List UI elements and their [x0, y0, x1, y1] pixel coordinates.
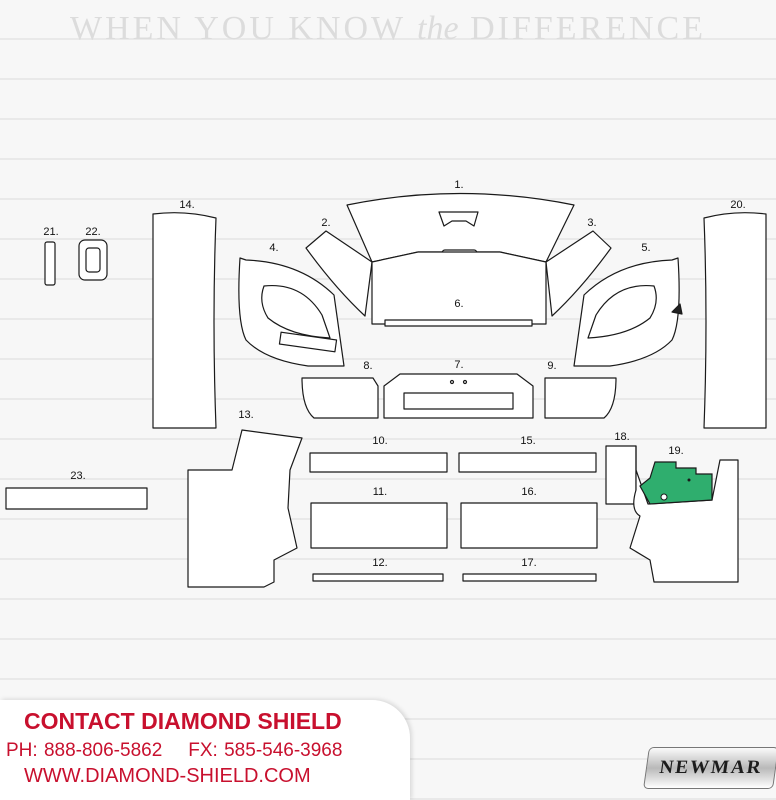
part-16[interactable]	[460, 502, 598, 549]
part-5-mark	[671, 303, 683, 315]
part-7-hole-a	[449, 379, 455, 385]
label-2: 2.	[321, 217, 330, 229]
part-11[interactable]	[310, 502, 448, 549]
label-23: 23.	[70, 470, 85, 482]
part-7-hole-b	[462, 379, 468, 385]
part-6[interactable]	[371, 251, 547, 325]
label-16: 16.	[521, 486, 536, 498]
label-4: 4.	[269, 242, 278, 254]
part-10[interactable]	[309, 452, 448, 473]
part-2[interactable]	[305, 230, 373, 317]
contact-phone-fax: PH: 888-806-5862 FX: 585-546-3968	[6, 740, 342, 762]
part-4-cutout	[261, 284, 331, 339]
label-6: 6.	[454, 298, 463, 310]
label-21: 21.	[43, 226, 58, 238]
part-19-dot	[687, 478, 691, 482]
part-15[interactable]	[458, 452, 597, 473]
part-7-slot	[403, 392, 514, 410]
part-12[interactable]	[312, 573, 444, 582]
part-3[interactable]	[545, 230, 612, 317]
newmar-logo-text: NEWMAR	[658, 757, 764, 778]
part-17[interactable]	[462, 573, 597, 582]
part-23[interactable]	[5, 487, 148, 510]
label-20: 20.	[730, 199, 745, 211]
tagline-after: DIFFERENCE	[470, 10, 706, 47]
label-1: 1.	[454, 179, 463, 191]
newmar-logo: NEWMAR	[643, 747, 776, 789]
label-15: 15.	[520, 435, 535, 447]
label-13: 13.	[238, 409, 253, 421]
label-17: 17.	[521, 557, 536, 569]
label-9: 9.	[547, 360, 556, 372]
part-5-cutout	[587, 284, 657, 339]
label-11: 11.	[373, 486, 387, 498]
part-19[interactable]	[639, 461, 713, 505]
part-9[interactable]	[544, 377, 617, 419]
part-22-inner	[85, 247, 101, 273]
part-21[interactable]	[44, 241, 56, 286]
contact-heading: CONTACT DIAMOND SHIELD	[24, 708, 342, 734]
part-6-strip	[384, 319, 533, 327]
label-8: 8.	[363, 360, 372, 372]
tagline: WHEN YOU KNOW the DIFFERENCE	[0, 10, 776, 48]
contact-phone-number[interactable]: PH: 888-806-5862	[6, 740, 163, 761]
part-1-notch	[438, 211, 479, 227]
label-5: 5.	[641, 242, 650, 254]
label-18: 18.	[614, 431, 629, 443]
part-13[interactable]	[187, 429, 303, 588]
label-7: 7.	[454, 359, 463, 371]
part-4-strip	[278, 331, 338, 353]
contact-fax-number: FX: 585-546-3968	[188, 740, 343, 761]
part-18[interactable]	[605, 445, 637, 505]
label-10: 10.	[372, 435, 387, 447]
tagline-before: WHEN YOU KNOW	[70, 10, 406, 47]
part-20[interactable]	[703, 212, 767, 429]
contact-website-link[interactable]: WWW.DIAMOND-SHIELD.COM	[24, 765, 311, 787]
label-14: 14.	[179, 199, 194, 211]
part-right-side-body	[629, 445, 739, 583]
label-12: 12.	[372, 557, 387, 569]
contact-panel	[0, 700, 410, 800]
part-14[interactable]	[152, 212, 217, 429]
label-22: 22.	[85, 226, 100, 238]
label-3: 3.	[587, 217, 596, 229]
part-19-hole	[660, 493, 668, 501]
label-19: 19.	[668, 445, 683, 457]
tagline-italic: the	[417, 10, 459, 47]
part-8[interactable]	[301, 377, 379, 419]
